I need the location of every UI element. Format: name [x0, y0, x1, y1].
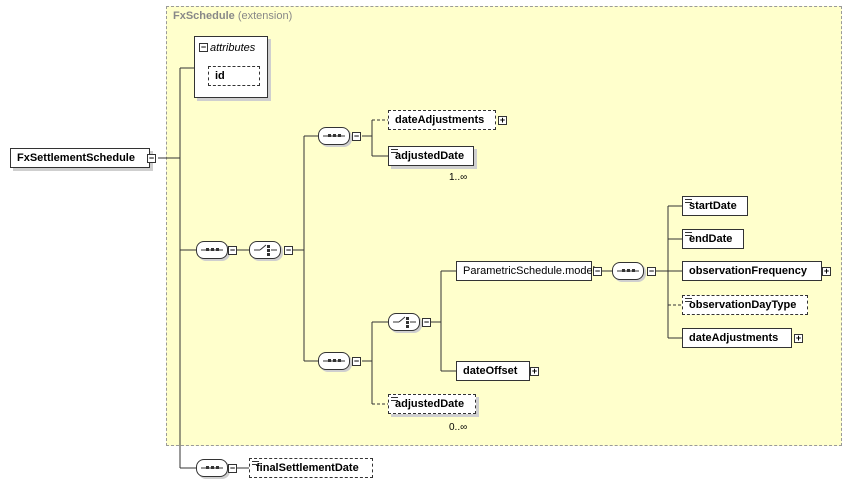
simple-type-icon — [685, 199, 692, 203]
simple-type-icon — [391, 149, 398, 153]
group-label: ParametricSchedule.model — [463, 264, 596, 277]
element-endDate[interactable]: endDate — [682, 229, 744, 249]
sequence-model-collapse-icon[interactable]: − — [647, 266, 656, 276]
sequence-compositor-icon — [196, 241, 228, 259]
group-parametric-model[interactable]: ParametricSchedule.model — [456, 261, 596, 281]
element-label: endDate — [689, 232, 733, 245]
element-adjustedDate-top[interactable]: adjustedDate — [388, 146, 474, 166]
element-startDate[interactable]: startDate — [682, 196, 748, 216]
sequence-collapse-icon[interactable]: − — [228, 245, 237, 255]
sequence-compositor-model-icon — [612, 262, 644, 280]
root-collapse-icon[interactable]: − — [147, 153, 156, 163]
element-adjustedDate-bottom[interactable]: adjustedDate — [388, 394, 476, 414]
attribute-id[interactable]: id — [208, 66, 260, 86]
attributes-collapse-icon[interactable]: − — [199, 42, 208, 52]
element-dateAdjustments-inner[interactable]: dateAdjustments — [682, 328, 792, 348]
element-label: adjustedDate — [395, 397, 465, 410]
sequence-compositor-bottom-icon — [318, 352, 350, 370]
element-label: observationFrequency — [689, 264, 807, 277]
expand-icon[interactable]: + — [498, 115, 507, 125]
sequence-top-collapse-icon[interactable]: − — [352, 131, 361, 141]
simple-type-icon — [685, 232, 692, 236]
element-label: dateAdjustments — [395, 113, 485, 126]
cardinality-label: 1..∞ — [449, 172, 468, 183]
choice-collapse-icon[interactable]: − — [284, 245, 293, 255]
expand-icon[interactable]: + — [794, 333, 803, 343]
attributes-label: attributes — [210, 42, 256, 54]
sequence-compositor-final-icon — [196, 459, 228, 477]
expand-icon[interactable]: + — [822, 266, 831, 276]
extension-title: FxSchedule (extension) — [173, 10, 293, 22]
simple-type-icon — [685, 298, 692, 302]
sequence-final-collapse-icon[interactable]: − — [228, 463, 237, 473]
element-finalSettlementDate[interactable]: finalSettlementDate — [249, 458, 373, 478]
element-label: observationDayType — [689, 298, 797, 311]
cardinality-label: 0..∞ — [449, 422, 468, 433]
element-observationFrequency[interactable]: observationFrequency — [682, 261, 822, 281]
element-label: dateAdjustments — [689, 331, 779, 344]
choice-compositor-inner-icon — [388, 313, 420, 331]
element-label: dateOffset — [463, 364, 518, 377]
element-dateOffset[interactable]: dateOffset — [456, 361, 530, 381]
root-label: FxSettlementSchedule — [17, 151, 135, 164]
simple-type-icon — [391, 397, 398, 401]
element-dateAdjustments-top[interactable]: dateAdjustments — [388, 110, 496, 130]
element-label: finalSettlementDate — [256, 461, 359, 474]
expand-icon[interactable]: + — [530, 366, 539, 376]
element-label: adjustedDate — [395, 149, 465, 162]
sequence-compositor-top-icon — [318, 127, 350, 145]
choice-compositor-icon — [249, 241, 281, 259]
element-observationDayType[interactable]: observationDayType — [682, 295, 808, 315]
simple-type-icon — [252, 461, 259, 465]
element-label: startDate — [689, 199, 737, 212]
attribute-id-label: id — [215, 69, 225, 82]
sequence-bottom-collapse-icon[interactable]: − — [352, 356, 361, 366]
group-collapse-icon[interactable]: − — [593, 266, 602, 276]
choice-inner-collapse-icon[interactable]: − — [422, 317, 431, 327]
root-element[interactable]: FxSettlementSchedule — [10, 148, 150, 168]
